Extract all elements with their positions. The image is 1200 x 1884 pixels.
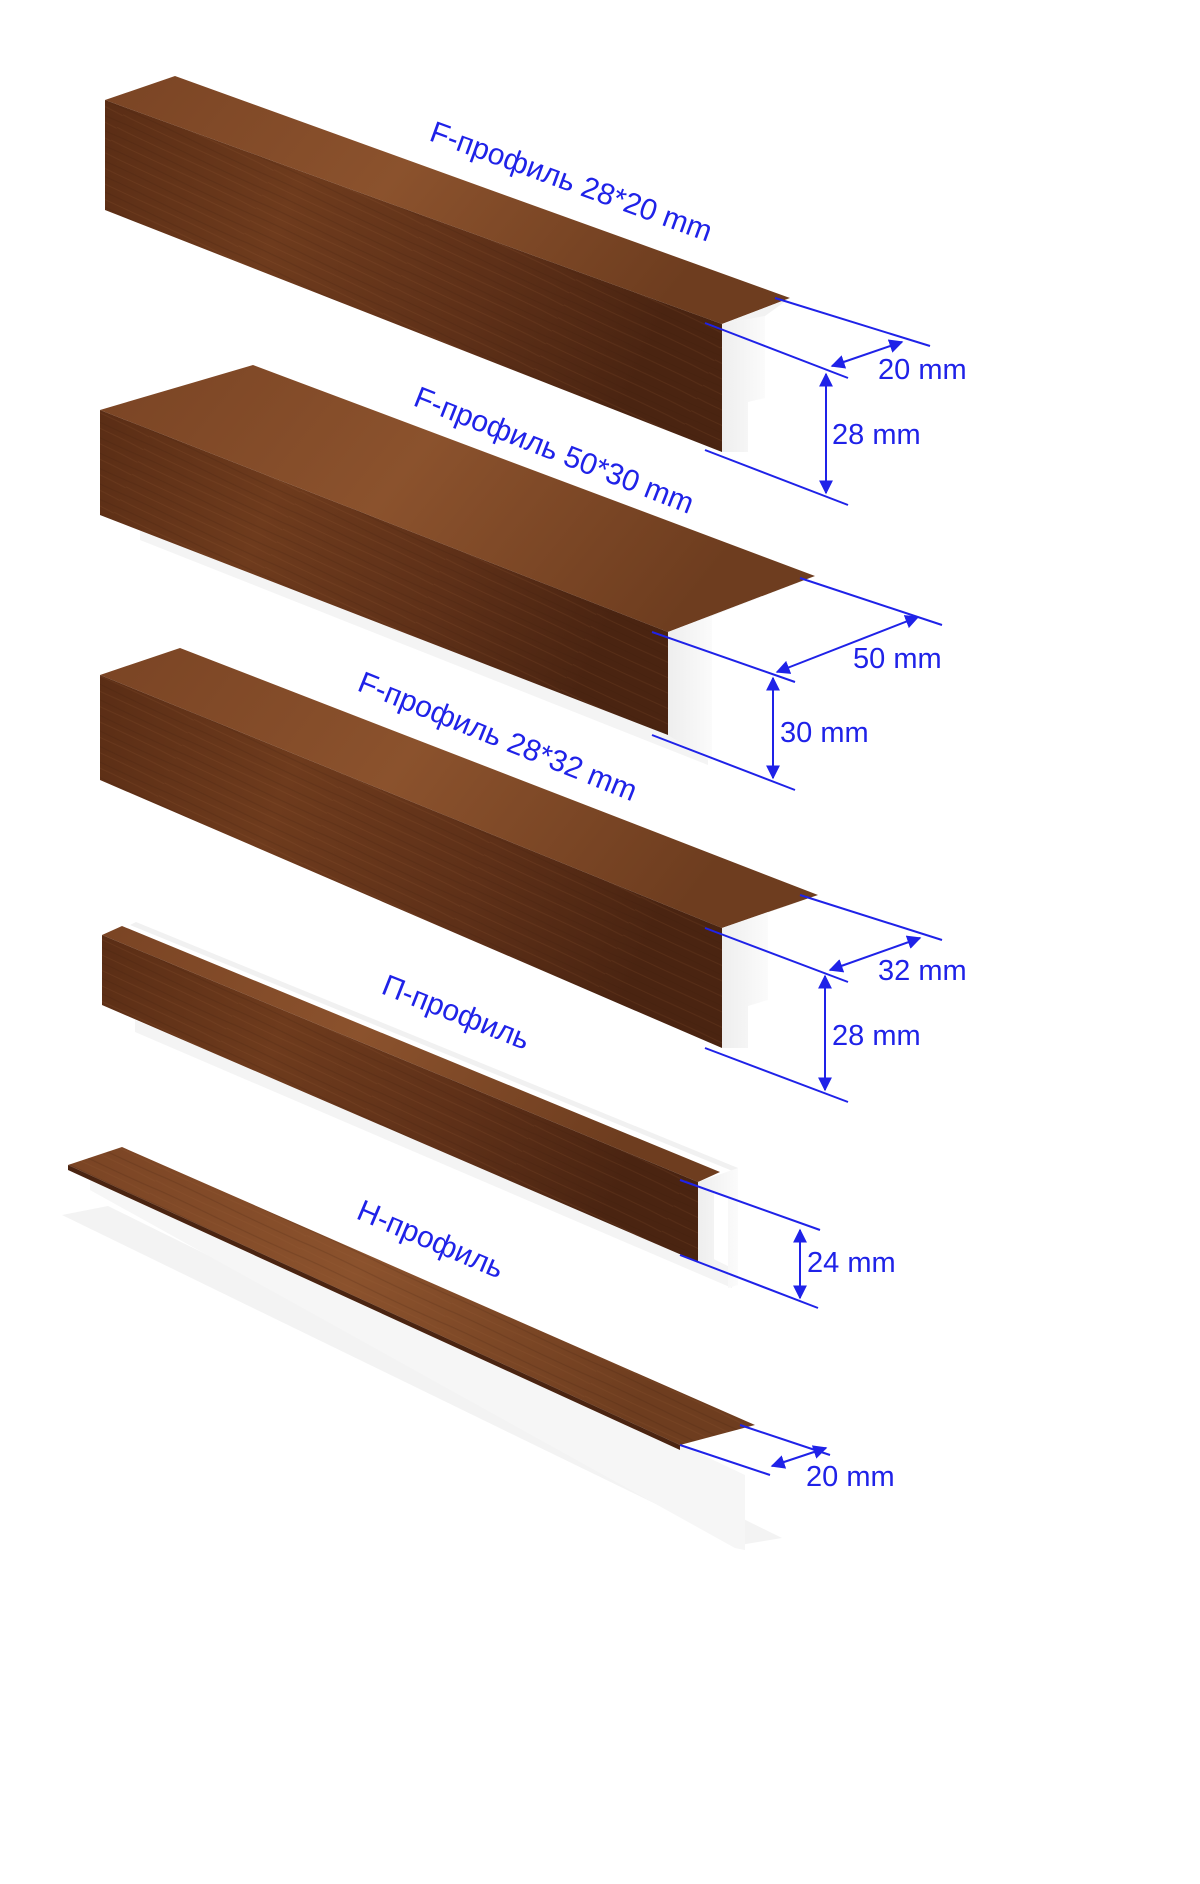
profile-f-28-32 — [100, 648, 818, 1048]
profile-p-top-face — [102, 926, 720, 1182]
profile-p-plastic-base — [135, 1020, 732, 1288]
profile-p-extension-line-bottom — [679, 1254, 819, 1309]
profile-f-50-30-plastic-leg — [668, 616, 712, 762]
profile-f-50-30-height-label: 30 mm — [780, 717, 869, 749]
profile-f-28-20-extension-line-corner — [774, 297, 931, 347]
profile-h-front-edge — [68, 1165, 680, 1450]
profile-f-28-32-extension-line-top — [704, 927, 849, 983]
profile-f-28-32-width-label: 32 mm — [878, 955, 967, 987]
profile-p-extension-line-top — [679, 1179, 821, 1231]
profile-p-plastic-back — [130, 922, 738, 1172]
profile-f-28-32-width-arrow — [828, 935, 922, 973]
profile-f-50-30-top-face — [100, 365, 815, 632]
profile-h-plastic-web — [90, 1170, 745, 1550]
profile-h-extension-line-bottom — [679, 1444, 771, 1476]
profile-f-28-20-extension-line-top — [704, 322, 849, 379]
profile-f-28-32-plastic-leg — [722, 912, 768, 1048]
profile-f-28-32-top-face — [100, 648, 818, 928]
profile-f-50-30-extension-line-top — [651, 631, 796, 683]
profile-f-28-20-plastic-leg — [722, 316, 765, 452]
profile-f-50-30-width-arrow — [775, 615, 920, 674]
profile-f-28-20-width-label: 20 mm — [878, 354, 967, 386]
profile-f-28-20 — [105, 76, 790, 452]
profile-f-28-20-top-face — [105, 76, 790, 324]
profile-f-50-30-extension-line-bottom — [651, 734, 796, 791]
profile-f-50-30 — [100, 365, 815, 765]
profile-p-height-label: 24 mm — [807, 1247, 896, 1279]
profile-h-width-label: 20 mm — [806, 1461, 895, 1493]
profile-f-28-20-width-arrow — [830, 339, 904, 369]
profile-h-width-arrow — [770, 1445, 828, 1469]
profile-f-28-20-extension-line-bottom — [704, 449, 849, 506]
profile-f-50-30-extension-line-corner — [799, 577, 943, 626]
profile-f-28-32-extension-line-bottom — [704, 1047, 849, 1103]
profile-f-28-20-height-label: 28 mm — [832, 419, 921, 451]
profile-h — [62, 1147, 782, 1550]
dimension-lines — [651, 297, 943, 1476]
profile-f-28-32-extension-line-corner — [799, 894, 943, 941]
profile-f-50-30-width-label: 50 mm — [853, 643, 942, 675]
profile-f-28-32-height-label: 28 mm — [832, 1020, 921, 1052]
